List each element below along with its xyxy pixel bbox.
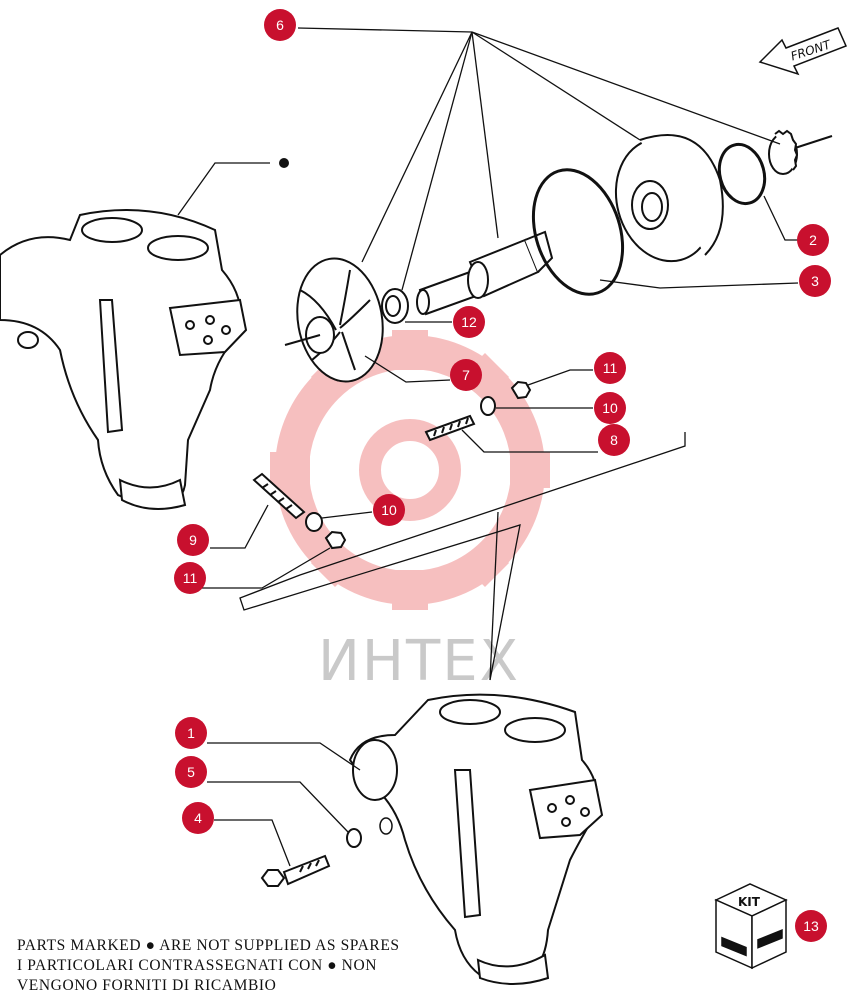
drive-gear: [768, 129, 833, 175]
housing-upper-left: [0, 209, 248, 510]
callout-11-lower: 11: [174, 562, 206, 594]
washer-bolt: [346, 828, 362, 848]
kit-box: [714, 883, 788, 970]
callout-7-label: 7: [462, 367, 470, 383]
front-arrow: FRONT: [758, 27, 848, 76]
stud-lower: [252, 472, 306, 520]
housing-lower: [348, 693, 604, 985]
callout-5-label: 5: [187, 764, 195, 780]
footnote-line-1: PARTS MARKED ● ARE NOT SUPPLIED AS SPARE…: [17, 937, 400, 954]
seal-ring: [381, 288, 409, 324]
callout-11-upper: 11: [594, 352, 626, 384]
callout-3-label: 3: [811, 273, 819, 289]
nut-upper: [510, 380, 532, 400]
footnote: PARTS MARKED ● ARE NOT SUPPLIED AS SPARE…: [17, 936, 417, 996]
callout-10-upper-label: 10: [602, 400, 618, 416]
callout-11-lower-label: 11: [183, 570, 198, 586]
washer-lower: [305, 512, 323, 532]
callout-1: 1: [175, 717, 207, 749]
callout-13-label: 13: [803, 918, 819, 934]
callout-3: 3: [799, 265, 831, 297]
callout-10-upper: 10: [594, 392, 626, 424]
callout-11-upper-label: 11: [603, 360, 618, 376]
kit-label: KIT: [738, 895, 761, 909]
footnote-line-2: I PARTICOLARI CONTRASSEGNATI CON ● NON: [17, 957, 378, 974]
callout-1-label: 1: [187, 725, 195, 741]
callout-10-lower: 10: [373, 494, 405, 526]
callout-9: 9: [177, 524, 209, 556]
callout-6-label: 6: [276, 17, 284, 33]
stud-upper: [424, 414, 476, 442]
callout-4: 4: [182, 802, 214, 834]
callout-9-label: 9: [189, 532, 197, 548]
callout-5: 5: [175, 756, 207, 788]
footnote-line-3: VENGONO FORNITI DI RICAMBIO: [17, 977, 277, 994]
leader-lines: [200, 27, 799, 867]
callout-2-label: 2: [809, 232, 817, 248]
impeller: [284, 257, 384, 383]
callout-10-lower-label: 10: [381, 502, 397, 518]
callout-7: 7: [450, 359, 482, 391]
pump-cover: [614, 134, 724, 263]
watermark-logo: [270, 330, 550, 610]
nut-lower: [324, 530, 347, 550]
o-ring-large: [531, 168, 625, 296]
washer-upper: [480, 396, 496, 416]
callout-8-label: 8: [610, 432, 618, 448]
callout-6: 6: [264, 9, 296, 41]
not-supplied-marker: [279, 158, 289, 168]
shaft-bearing: [416, 230, 554, 316]
watermark-text: ИНТЕХ: [318, 629, 520, 694]
callout-12: 12: [453, 306, 485, 338]
callout-13: 13: [795, 910, 827, 942]
callout-8: 8: [598, 424, 630, 456]
callout-4-label: 4: [194, 810, 202, 826]
callout-12-label: 12: [461, 314, 477, 330]
callout-2: 2: [797, 224, 829, 256]
bolt-lower: [260, 854, 331, 887]
gasket-small: [717, 142, 767, 206]
